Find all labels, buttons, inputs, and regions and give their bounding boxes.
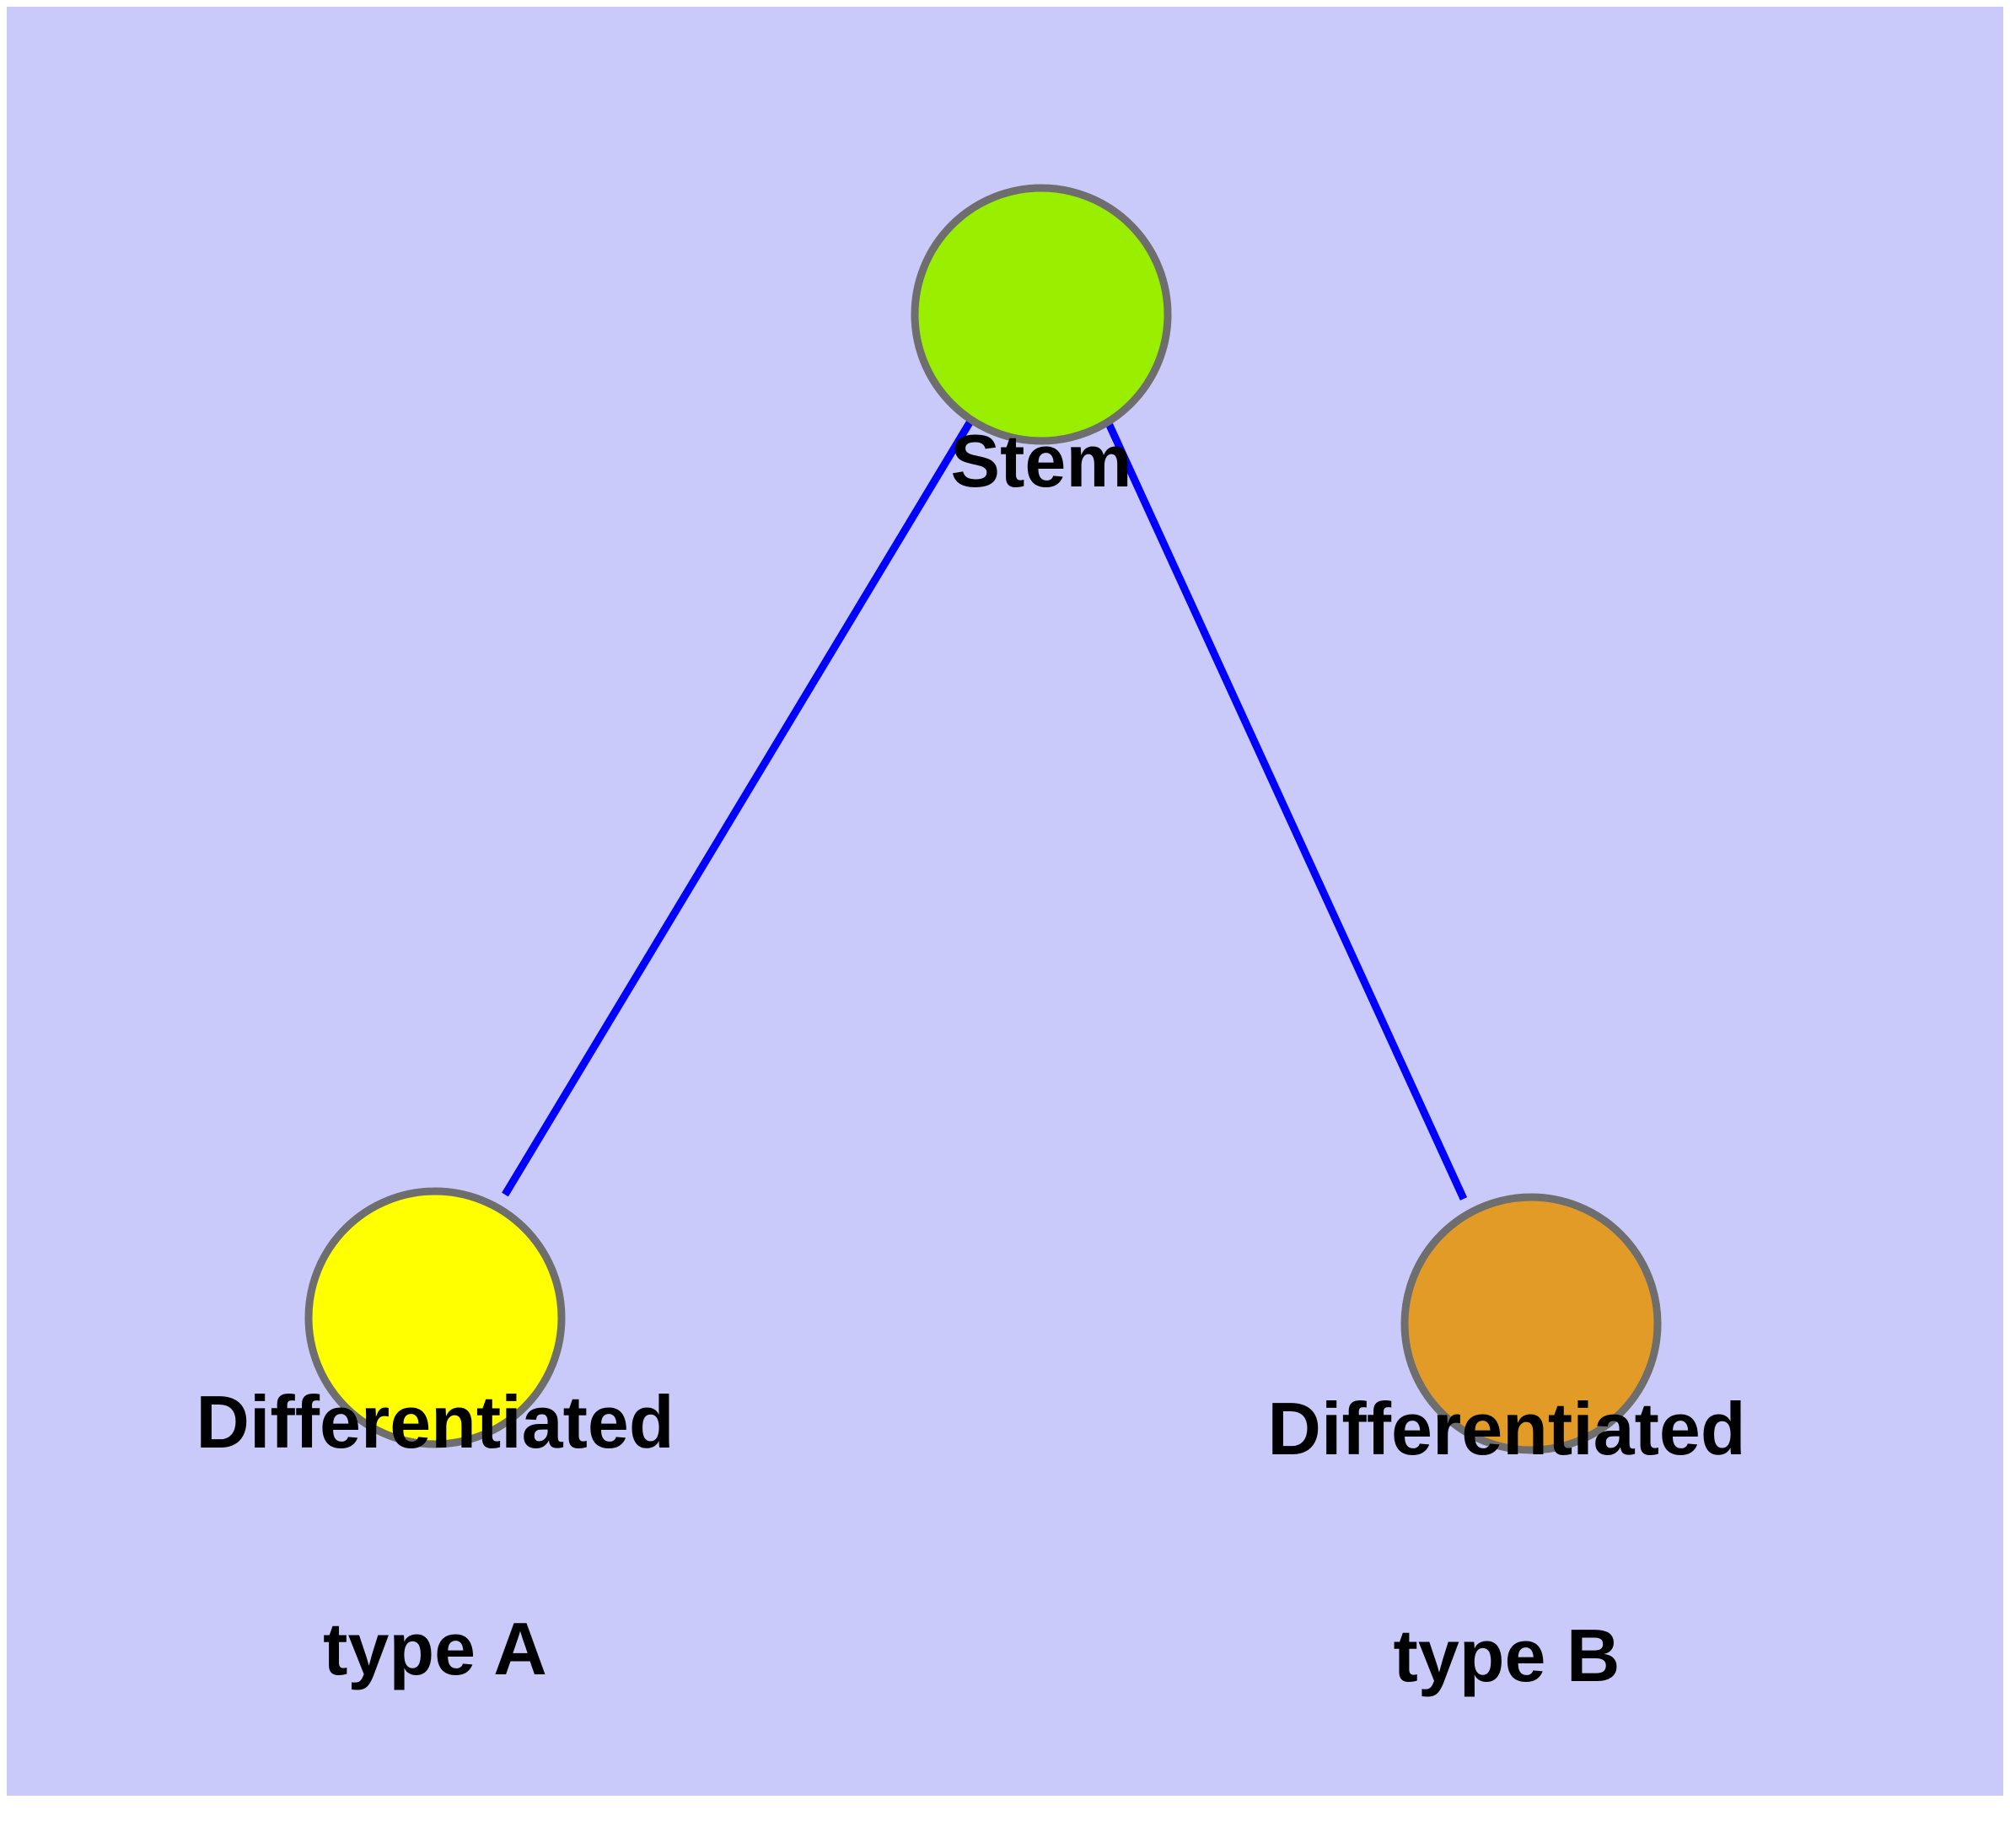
node-differentiated-type-b-circle[interactable] — [1400, 1193, 1662, 1454]
graph-svg — [304, 184, 1662, 1454]
edge-stem-to-differentiated-type-a[interactable] — [502, 417, 975, 1197]
node-differentiated-type-a-circle[interactable] — [304, 1187, 566, 1448]
node-group — [304, 184, 1662, 1454]
figure-canvas: Stem Differentiated type A Differentiate… — [7, 7, 2003, 1796]
node-stem-circle[interactable] — [911, 184, 1172, 445]
edge-group — [502, 417, 1468, 1201]
edge-stem-to-differentiated-type-b[interactable] — [1104, 420, 1468, 1201]
